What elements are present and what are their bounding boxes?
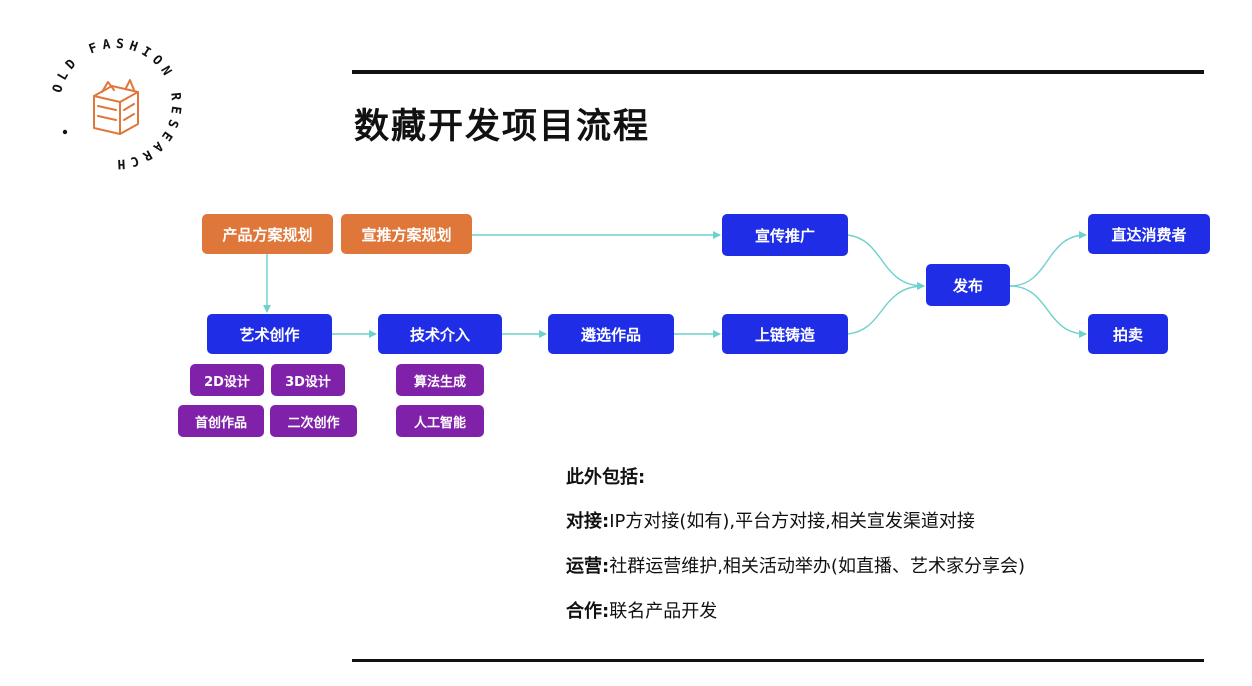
arrow-release-to-auction (1009, 285, 1087, 338)
tag-original-work: 首创作品 (178, 405, 264, 437)
note-key: 合作: (566, 601, 610, 622)
notes-heading: 此外包括: (566, 467, 646, 488)
tag-artificial-intelligence: 人工智能 (396, 405, 484, 437)
tag-3d-design: 3D设计 (271, 364, 345, 396)
node-onchain-minting[interactable]: 上链铸造 (722, 314, 848, 354)
node-product-plan[interactable]: 产品方案规划 (202, 214, 333, 254)
note-text: 社群运营维护,相关活动举办(如直播、艺术家分享会) (609, 556, 1025, 577)
arrow-minting-to-release (847, 282, 925, 335)
node-tech-involvement[interactable]: 技术介入 (378, 314, 502, 354)
node-art-creation[interactable]: 艺术创作 (207, 314, 332, 354)
node-release[interactable]: 发布 (926, 264, 1010, 306)
top-divider (352, 70, 1204, 74)
node-promo-plan[interactable]: 宣推方案规划 (341, 214, 472, 254)
logo-arc-text: OLD FASHION RESEARCH (50, 37, 178, 172)
arrow-publicity-to-release (847, 234, 925, 290)
cube-sketch-icon (93, 79, 139, 135)
note-item-cooperation: 合作:联名产品开发 (566, 602, 717, 622)
old-fashion-research-logo: OLD FASHION RESEARCH (50, 37, 183, 172)
arrow-release-to-consumer (1009, 231, 1087, 287)
page-title: 数藏开发项目流程 (354, 107, 651, 147)
node-auction[interactable]: 拍卖 (1088, 314, 1168, 354)
tag-2d-design: 2D设计 (190, 364, 264, 396)
note-item-operations: 运营:社群运营维护,相关活动举办(如直播、艺术家分享会) (566, 557, 1025, 577)
svg-text:OLD FASHION RESEARCH: OLD FASHION RESEARCH (50, 37, 183, 172)
note-item-docking: 对接:IP方对接(如有),平台方对接,相关宣发渠道对接 (566, 512, 975, 532)
tag-derivative-creation: 二次创作 (270, 405, 357, 437)
node-select-works[interactable]: 遴选作品 (548, 314, 674, 354)
note-text: IP方对接(如有),平台方对接,相关宣发渠道对接 (609, 511, 975, 532)
tag-algorithm-generation: 算法生成 (396, 364, 484, 396)
note-text: 联名产品开发 (609, 601, 718, 622)
node-direct-consumer[interactable]: 直达消费者 (1088, 214, 1210, 254)
note-key: 运营: (566, 556, 610, 577)
note-key: 对接: (566, 511, 610, 532)
bottom-divider (352, 659, 1204, 662)
node-publicity[interactable]: 宣传推广 (722, 214, 848, 256)
